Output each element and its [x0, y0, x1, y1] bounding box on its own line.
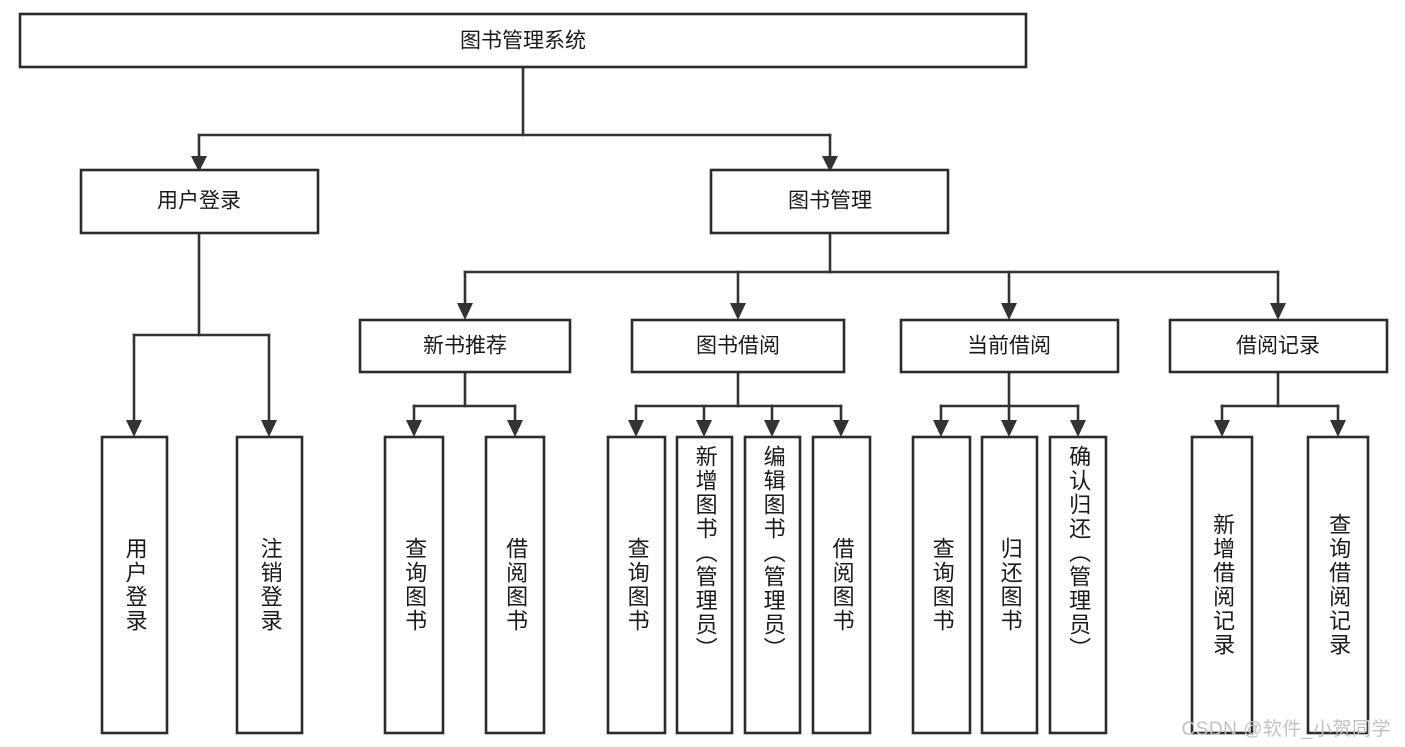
leaf-box-logout[interactable] [235, 435, 304, 735]
node-book-manage-label: 图书管理 [788, 190, 872, 213]
arrow-head-cb-leaf-1 [933, 420, 949, 437]
node-current-borrow[interactable]: 当前借阅 [899, 318, 1120, 374]
node-current-borrow-box[interactable] [899, 318, 1120, 374]
arrow-head-bb-leaf-1 [628, 420, 644, 437]
leaf-box-bb-add-book[interactable] [675, 435, 734, 735]
leaf-box-cb-return-book[interactable] [980, 435, 1039, 735]
arrow-head-nb-leaf-2 [507, 420, 523, 437]
node-borrow-record-box[interactable] [1168, 318, 1389, 374]
node-root-label: 图书管理系统 [460, 30, 586, 53]
arrow-head-br-leaf-2 [1330, 420, 1346, 437]
leaf-boxes-borrow-record[interactable] [1190, 435, 1370, 735]
node-book-manage-box[interactable] [709, 168, 950, 235]
arrow-head-book-manage [822, 156, 838, 172]
arrow-head-current-borrow [1001, 303, 1017, 320]
arrow-head-borrow-record [1270, 303, 1286, 320]
leaf-boxes-current-borrow[interactable] [911, 435, 1108, 735]
arrow-head-leaf-user-login [126, 420, 142, 437]
arrow-head-bb-leaf-3 [764, 420, 780, 437]
arrow-head-bb-leaf-2 [696, 420, 712, 437]
leaf-box-bb-query-book[interactable] [606, 435, 667, 735]
connector-group-borrow-record [1214, 370, 1346, 437]
node-new-book-recommend-box[interactable] [358, 318, 572, 374]
leaf-box-cb-confirm-return[interactable] [1048, 435, 1108, 735]
arrow-head-book-borrow [730, 303, 746, 320]
leaf-box-nb-borrow-book[interactable] [484, 435, 546, 735]
node-book-borrow-label: 图书借阅 [696, 335, 780, 358]
node-book-borrow-box[interactable] [630, 318, 846, 374]
connector-group-user-login [126, 231, 277, 437]
leaf-box-br-add-record[interactable] [1190, 435, 1254, 735]
leaf-boxes-new-book[interactable] [383, 435, 546, 735]
arrow-head-br-leaf-1 [1214, 420, 1230, 437]
connector-group-new-book [406, 370, 523, 437]
node-user-login-label: 用户登录 [157, 190, 241, 213]
node-current-borrow-label: 当前借阅 [967, 335, 1051, 358]
arrow-head-bb-leaf-4 [833, 420, 849, 437]
connector-group-book-borrow [628, 370, 849, 437]
node-root-box[interactable] [18, 12, 1028, 69]
node-borrow-record[interactable]: 借阅记录 [1168, 318, 1389, 374]
arrow-head-nb-leaf-1 [406, 420, 422, 437]
connector-group-root [191, 65, 838, 172]
connector-group-current-borrow [933, 370, 1086, 437]
node-user-login-box[interactable] [79, 168, 320, 235]
leaf-box-bb-borrow-book[interactable] [811, 435, 872, 735]
node-book-manage[interactable]: 图书管理 [709, 168, 950, 235]
arrow-head-leaf-logout [261, 420, 277, 437]
leaf-box-br-query-record[interactable] [1306, 435, 1370, 735]
arrow-head-cb-leaf-3 [1070, 420, 1086, 437]
leaf-box-cb-query-book[interactable] [911, 435, 972, 735]
arrow-head-new-book [457, 303, 473, 320]
leaf-boxes-book-borrow[interactable] [606, 435, 872, 735]
connector-group-book-manage [457, 231, 1286, 320]
arrow-head-user-login [191, 156, 207, 172]
node-user-login[interactable]: 用户登录 [79, 168, 320, 235]
node-borrow-record-label: 借阅记录 [1236, 335, 1320, 358]
node-new-book-recommend[interactable]: 新书推荐 [358, 318, 572, 374]
node-root[interactable]: 图书管理系统 [18, 12, 1028, 69]
node-book-borrow[interactable]: 图书借阅 [630, 318, 846, 374]
arrow-head-cb-leaf-2 [1001, 420, 1017, 437]
leaf-box-bb-edit-book[interactable] [743, 435, 802, 735]
leaf-box-user-login[interactable] [100, 435, 169, 735]
leaf-boxes-user-login[interactable] [100, 435, 304, 735]
node-new-book-recommend-label: 新书推荐 [423, 335, 507, 358]
leaf-box-nb-query-book[interactable] [383, 435, 445, 735]
csdn-watermark: CSDN @软件_小贺同学 [1181, 719, 1391, 740]
